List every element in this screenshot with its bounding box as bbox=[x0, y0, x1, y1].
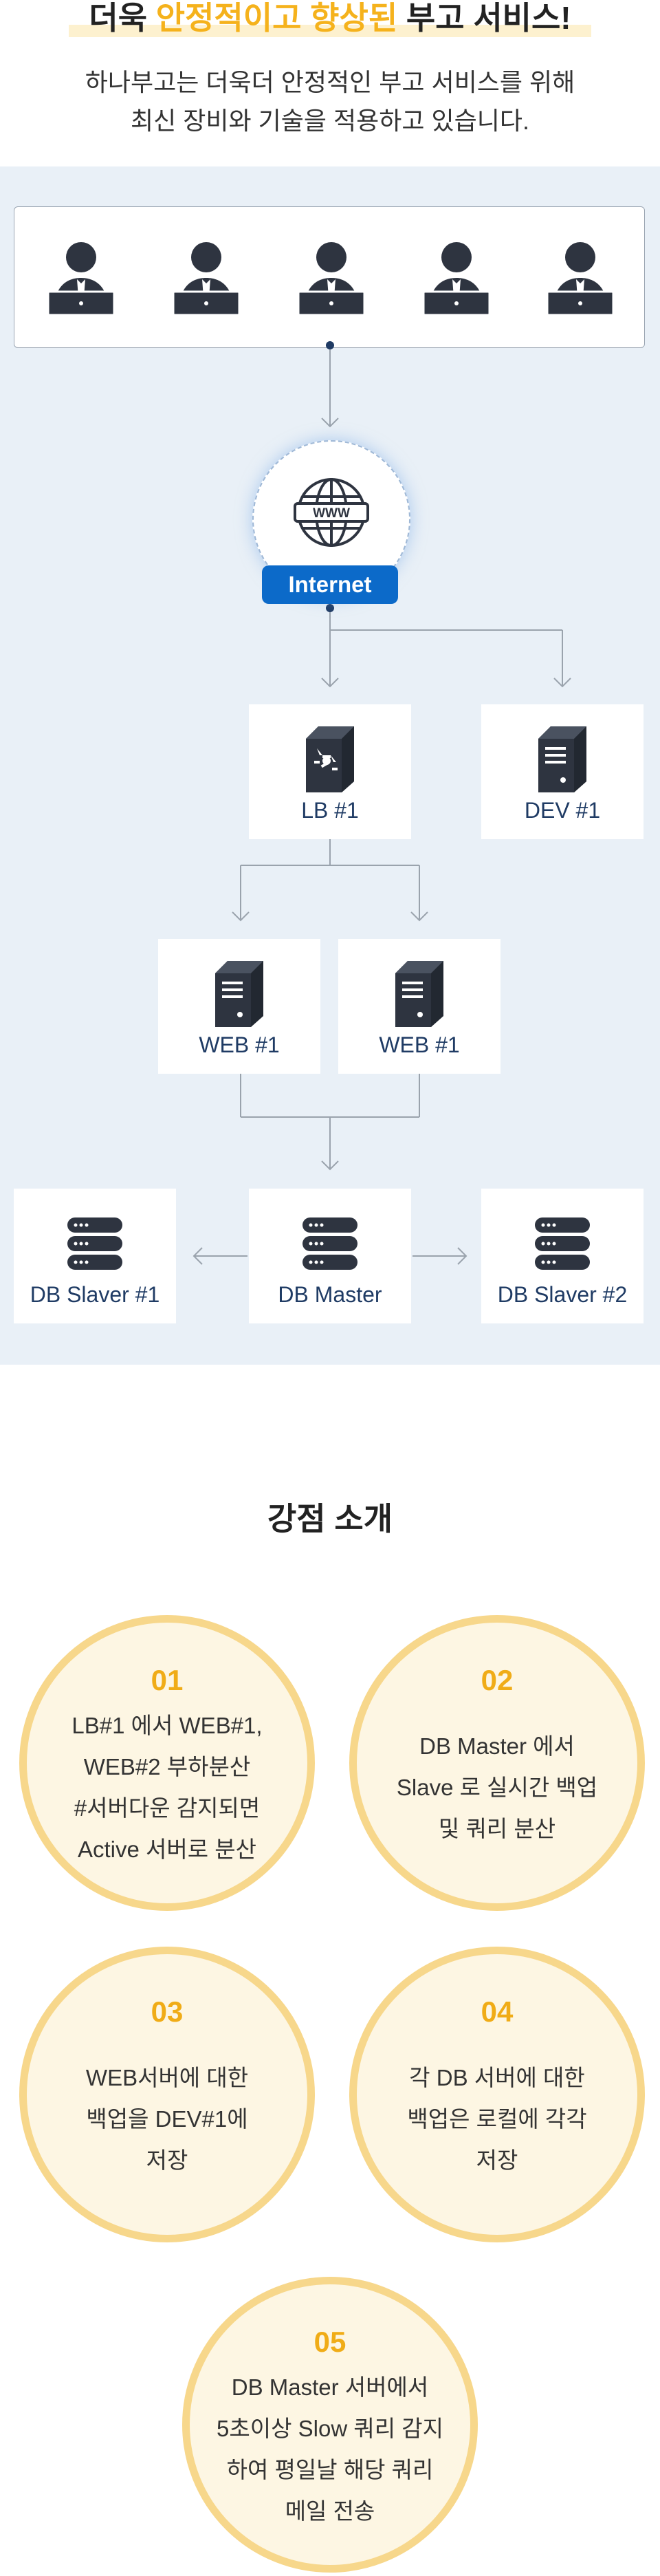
node-db-master: DB Master bbox=[249, 1189, 411, 1323]
node-dev1: DEV #1 bbox=[481, 704, 644, 839]
subtitle-line-2: 최신 장비와 기술을 적용하고 있습니다. bbox=[131, 107, 529, 135]
strength-text-line: 저장 bbox=[476, 2147, 518, 2173]
node-db-slave2: DB Slaver #2 bbox=[481, 1189, 644, 1323]
strength-text-line: 저장 bbox=[146, 2147, 188, 2173]
database-icon bbox=[534, 1216, 591, 1271]
node-web2-label: WEB #1 bbox=[379, 1032, 460, 1057]
strength-text-line: 하여 평일날 해당 쿼리 bbox=[226, 2457, 434, 2482]
dev-server-icon bbox=[537, 725, 588, 794]
node-lb1: LB #1 bbox=[249, 704, 411, 839]
strength-item-02: 02 DB Master 에서 Slave 로 실시간 백업 및 쿼리 분산 bbox=[349, 1615, 645, 1911]
strength-text-line: Active 서버로 분산 bbox=[77, 1837, 256, 1862]
strength-text-line: 백업을 DEV#1에 bbox=[86, 2106, 248, 2132]
title-highlight: 안정적이고 향상된 bbox=[155, 0, 398, 36]
web-server-icon bbox=[394, 960, 445, 1028]
strength-item-04: 04 각 DB 서버에 대한 백업은 로컬에 각각 저장 bbox=[349, 1947, 645, 2242]
connector-lines bbox=[192, 341, 571, 1265]
database-icon bbox=[66, 1216, 124, 1271]
strength-text-line: 메일 전송 bbox=[285, 2498, 375, 2524]
strength-text-line: 각 DB 서버에 대한 bbox=[409, 2065, 585, 2090]
node-db-slave1-label: DB Slaver #1 bbox=[30, 1282, 160, 1307]
strength-number: 02 bbox=[481, 1664, 514, 1696]
strength-text-line: 백업은 로컬에 각각 bbox=[407, 2106, 587, 2132]
node-web1-label: WEB #1 bbox=[199, 1032, 280, 1057]
title-post: 부고 서비스! bbox=[397, 0, 571, 36]
strength-item-01: 01 LB#1 에서 WEB#1, WEB#2 부하분산 #서버다운 감지되면 … bbox=[19, 1615, 315, 1911]
strength-text-line: Slave 로 실시간 백업 bbox=[396, 1775, 598, 1800]
strength-text-line: #서버다운 감지되면 bbox=[74, 1795, 261, 1821]
web-server-icon bbox=[214, 960, 265, 1028]
node-db-slave2-label: DB Slaver #2 bbox=[497, 1282, 628, 1307]
node-web2: WEB #1 bbox=[338, 939, 500, 1074]
strength-item-05: 05 DB Master 서버에서 5초이상 Slow 쿼리 감지 하여 평일날… bbox=[182, 2277, 478, 2573]
strength-number: 05 bbox=[314, 2326, 346, 2358]
users-box bbox=[14, 206, 645, 348]
strength-number: 01 bbox=[151, 1664, 184, 1696]
strength-text-line: LB#1 에서 WEB#1, bbox=[72, 1713, 263, 1738]
load-balancer-server-icon bbox=[306, 726, 354, 792]
node-web1: WEB #1 bbox=[158, 939, 320, 1074]
title-pre: 더욱 bbox=[89, 0, 156, 36]
strengths-title: 강점 소개 bbox=[267, 1501, 393, 1537]
node-db-master-label: DB Master bbox=[278, 1282, 382, 1307]
page-title: 더욱 안정적이고 향상된 부고 서비스! bbox=[0, 0, 660, 41]
strength-text-line: WEB#2 부하분산 bbox=[83, 1754, 251, 1779]
strength-text-line: WEB서버에 대한 bbox=[85, 2065, 249, 2090]
strength-text-line: 5초이상 Slow 쿼리 감지 bbox=[217, 2416, 443, 2441]
strength-number: 04 bbox=[481, 1995, 514, 2028]
strength-text-line: 및 쿼리 분산 bbox=[438, 1816, 556, 1841]
title-highlight-bar bbox=[69, 25, 591, 37]
globe-icon: WWW bbox=[294, 478, 369, 547]
subtitle-line-1: 하나부고는 더욱더 안정적인 부고 서비스를 위해 bbox=[85, 68, 575, 96]
node-lb1-label: LB #1 bbox=[301, 798, 359, 823]
node-db-slave1: DB Slaver #1 bbox=[14, 1189, 176, 1323]
www-text: WWW bbox=[313, 506, 350, 521]
database-icon bbox=[301, 1216, 359, 1271]
page-subtitle: 하나부고는 더욱더 안정적인 부고 서비스를 위해 최신 장비와 기술을 적용하… bbox=[0, 63, 660, 140]
internet-label: Internet bbox=[262, 565, 398, 604]
strength-item-03: 03 WEB서버에 대한 백업을 DEV#1에 저장 bbox=[19, 1947, 315, 2242]
strength-number: 03 bbox=[151, 1995, 184, 2028]
strength-text-line: DB Master 서버에서 bbox=[231, 2374, 429, 2400]
strength-text-line: DB Master 에서 bbox=[419, 1733, 575, 1759]
node-dev1-label: DEV #1 bbox=[524, 798, 601, 823]
